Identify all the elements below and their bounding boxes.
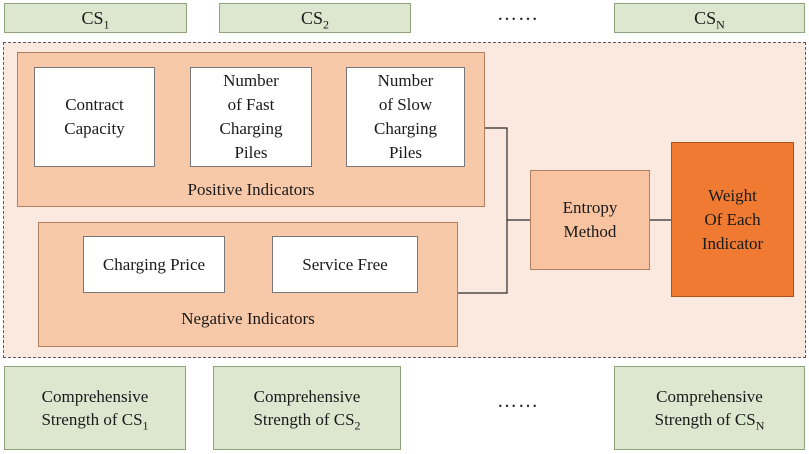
csn-box: CSN (614, 3, 805, 33)
negative-indicators-label: Negative Indicators (181, 309, 315, 328)
charging-price-box: Charging Price (83, 236, 225, 293)
top-ellipsis: …… (497, 3, 539, 25)
cs2-label: CS2 (300, 7, 330, 32)
comprehensive-strength-cs1-box: Comprehensive Strength of CS1 (4, 366, 186, 450)
comprehensive-strength-cs2-box: Comprehensive Strength of CS2 (213, 366, 401, 450)
comprehensive-strength-csn-box: Comprehensive Strength of CSN (614, 366, 805, 450)
csn-label: CSN (694, 7, 725, 32)
bottom-ellipsis: …… (497, 390, 539, 412)
service-fee-box: Service Free (272, 236, 418, 293)
bracket-connector (458, 127, 508, 294)
cs2-box: CS2 (219, 3, 411, 33)
positive-indicators-label: Positive Indicators (187, 180, 315, 199)
cs1-label: CS1 (81, 7, 110, 32)
cs1-box: CS1 (4, 3, 187, 33)
